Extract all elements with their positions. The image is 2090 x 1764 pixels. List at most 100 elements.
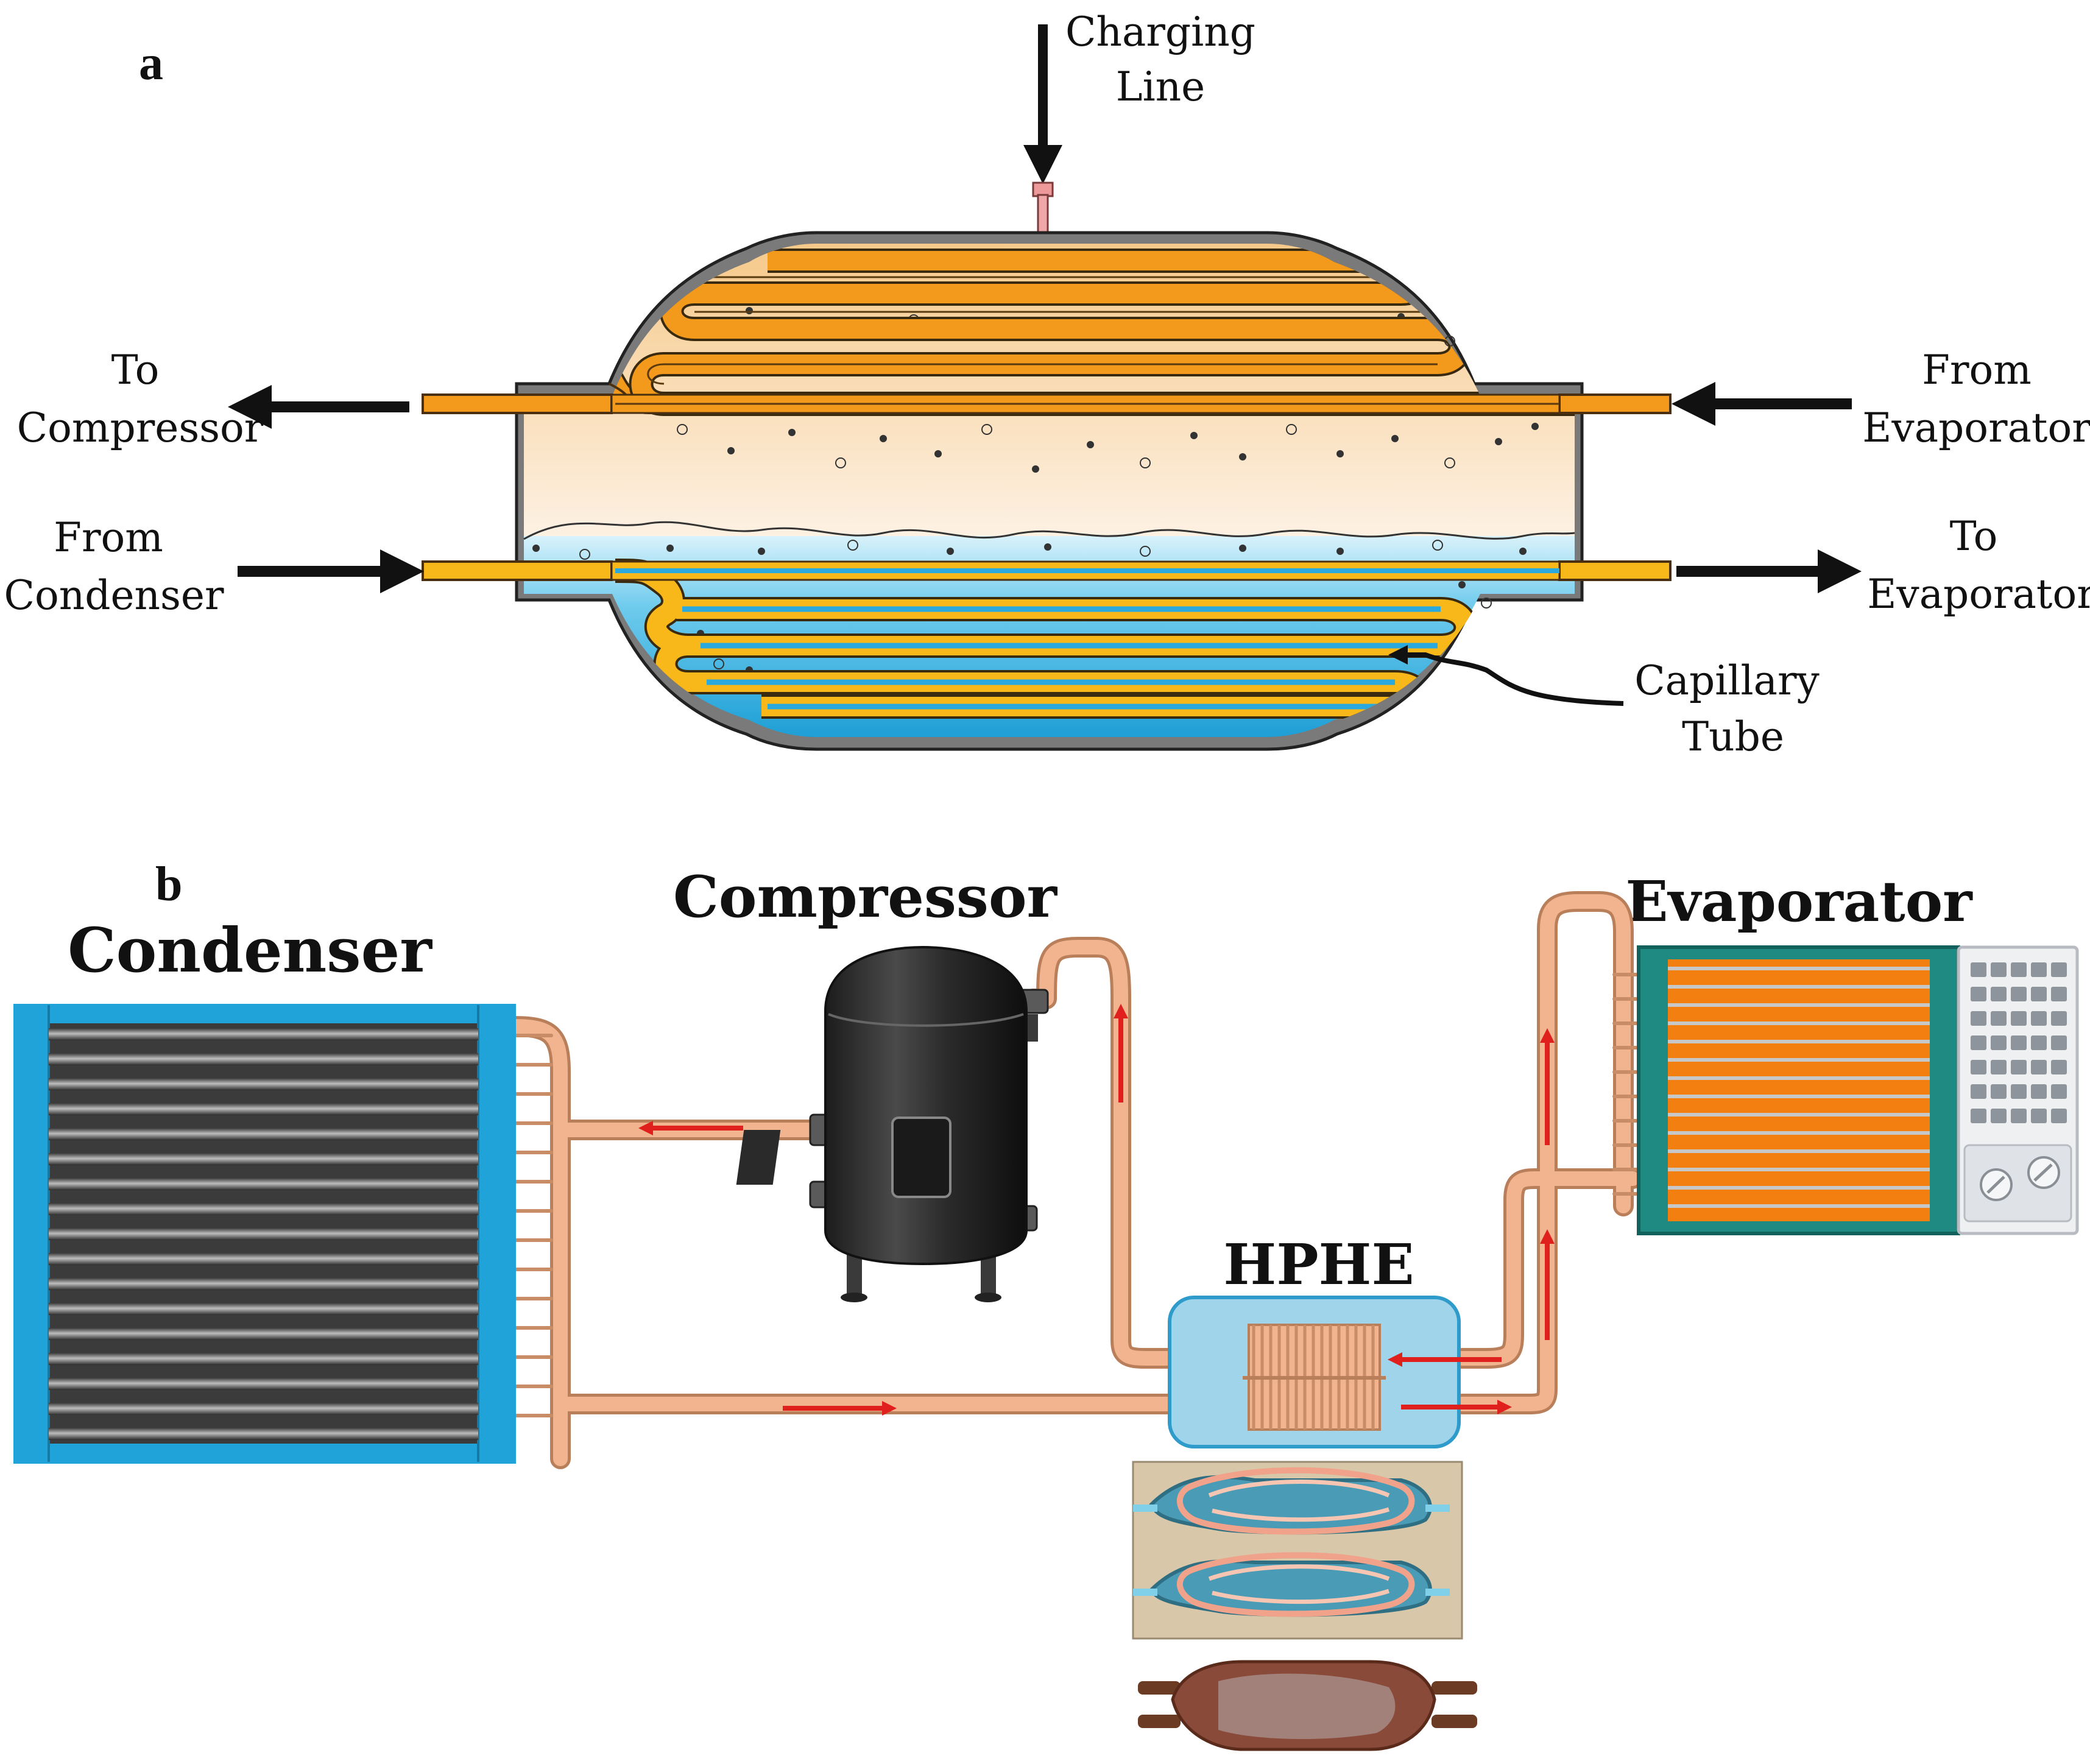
capillary-tube-label-2: Tube	[1682, 713, 1784, 760]
from-evaporator-tube	[1558, 393, 1672, 414]
grille-slot	[2051, 962, 2067, 977]
condenser-tube	[49, 1028, 478, 1040]
bubble	[1140, 457, 1151, 468]
condenser-tube	[49, 1128, 478, 1140]
bubble	[1336, 548, 1344, 555]
grille-slot	[1991, 1060, 2007, 1074]
to-compressor-tube	[422, 393, 613, 414]
condenser-tube	[49, 1228, 478, 1240]
top-tubes	[422, 383, 1672, 414]
grille-slot	[2011, 1011, 2027, 1026]
capillary-pointer	[1388, 645, 1624, 706]
bubble	[1239, 545, 1246, 552]
grille-slot	[1991, 1109, 2007, 1123]
bubble	[1432, 540, 1443, 551]
condenser-tube	[49, 1303, 478, 1315]
from-condenser-tube	[422, 560, 613, 581]
hphe-label: HPHE	[1223, 1232, 1414, 1297]
grille-slot	[2051, 987, 2067, 1001]
bubble	[847, 540, 858, 551]
condenser-tube	[49, 1103, 478, 1115]
grille-slot	[2031, 1035, 2047, 1050]
condenser-tube	[49, 1153, 478, 1165]
grille-slot	[2011, 1109, 2027, 1123]
condenser	[13, 1004, 516, 1464]
condenser-tube	[49, 1178, 478, 1190]
panel-a-letter: a	[139, 37, 163, 90]
bubble	[1239, 453, 1246, 460]
flow-arrows	[638, 1004, 1555, 1416]
bubble	[1531, 423, 1539, 430]
condenser-tube	[49, 1078, 478, 1090]
grille-slot	[1991, 1011, 2007, 1026]
grille-slot	[1991, 1035, 2007, 1050]
condenser-tube	[49, 1328, 478, 1340]
bottom-tubes	[422, 393, 1672, 581]
bubble	[1044, 543, 1051, 551]
charging-line-label-2: Line	[1116, 63, 1206, 110]
grille-slot	[2051, 1011, 2067, 1026]
grille-slot	[2051, 1060, 2067, 1074]
bubble	[1444, 457, 1455, 468]
from-condenser-label-2: Condenser	[4, 572, 224, 619]
condenser-tube	[49, 1278, 478, 1290]
bubble	[1458, 581, 1466, 588]
panel-a: a Charging Line	[4, 9, 2090, 760]
bubble	[677, 424, 688, 435]
condenser-tubes	[49, 1028, 478, 1440]
compressor-terminal-box	[891, 1117, 951, 1198]
bubble	[880, 435, 887, 442]
grille-slot	[2011, 1084, 2027, 1099]
grille-slot	[1971, 1084, 1986, 1099]
bubble	[727, 447, 735, 454]
condenser-tube	[49, 1378, 478, 1390]
bubble	[835, 457, 846, 468]
grille-slot	[1991, 1084, 2007, 1099]
panel-b-letter: b	[155, 858, 183, 911]
bubble	[947, 548, 954, 555]
condenser-tube	[49, 1428, 478, 1440]
grille-slot	[1971, 962, 1986, 977]
bubble	[1481, 598, 1492, 609]
compressor-shell	[824, 945, 1028, 1266]
condenser-tube	[49, 1203, 478, 1215]
grille-slot	[1971, 987, 1986, 1001]
bubble	[1286, 424, 1297, 435]
from-evaporator-label-1: From	[1922, 347, 2032, 393]
grille-slot	[2031, 962, 2047, 977]
grille-slot	[2031, 1084, 2047, 1099]
grille-slot	[1971, 1011, 1986, 1026]
panel-a-arrows	[228, 382, 1862, 706]
condenser-tube	[49, 1353, 478, 1365]
to-compressor-label-1: To	[111, 347, 160, 393]
condenser-tube	[49, 1053, 478, 1065]
bubble	[788, 429, 796, 436]
from-condenser-label-1: From	[54, 514, 163, 561]
to-compressor-label-2: Compressor	[17, 404, 264, 451]
charging-line: Charging Line	[1023, 9, 1255, 246]
bubble	[1087, 441, 1094, 448]
to-evaporator-label-2: Evaporator	[1867, 571, 2090, 618]
grille-slot	[2011, 987, 2027, 1001]
bubble	[1032, 465, 1039, 473]
bubble	[1336, 450, 1344, 457]
bubble	[1140, 546, 1151, 557]
evaporator-tubes	[1668, 967, 1930, 1208]
bubble	[758, 548, 765, 555]
hphe-photo-closed	[1133, 1660, 1477, 1751]
bubble	[532, 545, 540, 552]
liquid-surface	[523, 521, 1575, 540]
panel-b: b Condenser Compressor Evaporator HPHE	[13, 858, 2079, 1751]
grille-slot	[2051, 1109, 2067, 1123]
capillary-tube-label-1: Capillary	[1634, 657, 1820, 704]
grille-slot	[2051, 1035, 2067, 1050]
bubble	[981, 424, 992, 435]
copper-piping	[504, 891, 1643, 1469]
bubble	[1190, 432, 1198, 439]
bubble	[666, 545, 674, 552]
bubble	[713, 658, 724, 669]
charging-line-label-1: Charging	[1065, 9, 1255, 55]
hphe-photo-cutaway	[1132, 1461, 1463, 1640]
